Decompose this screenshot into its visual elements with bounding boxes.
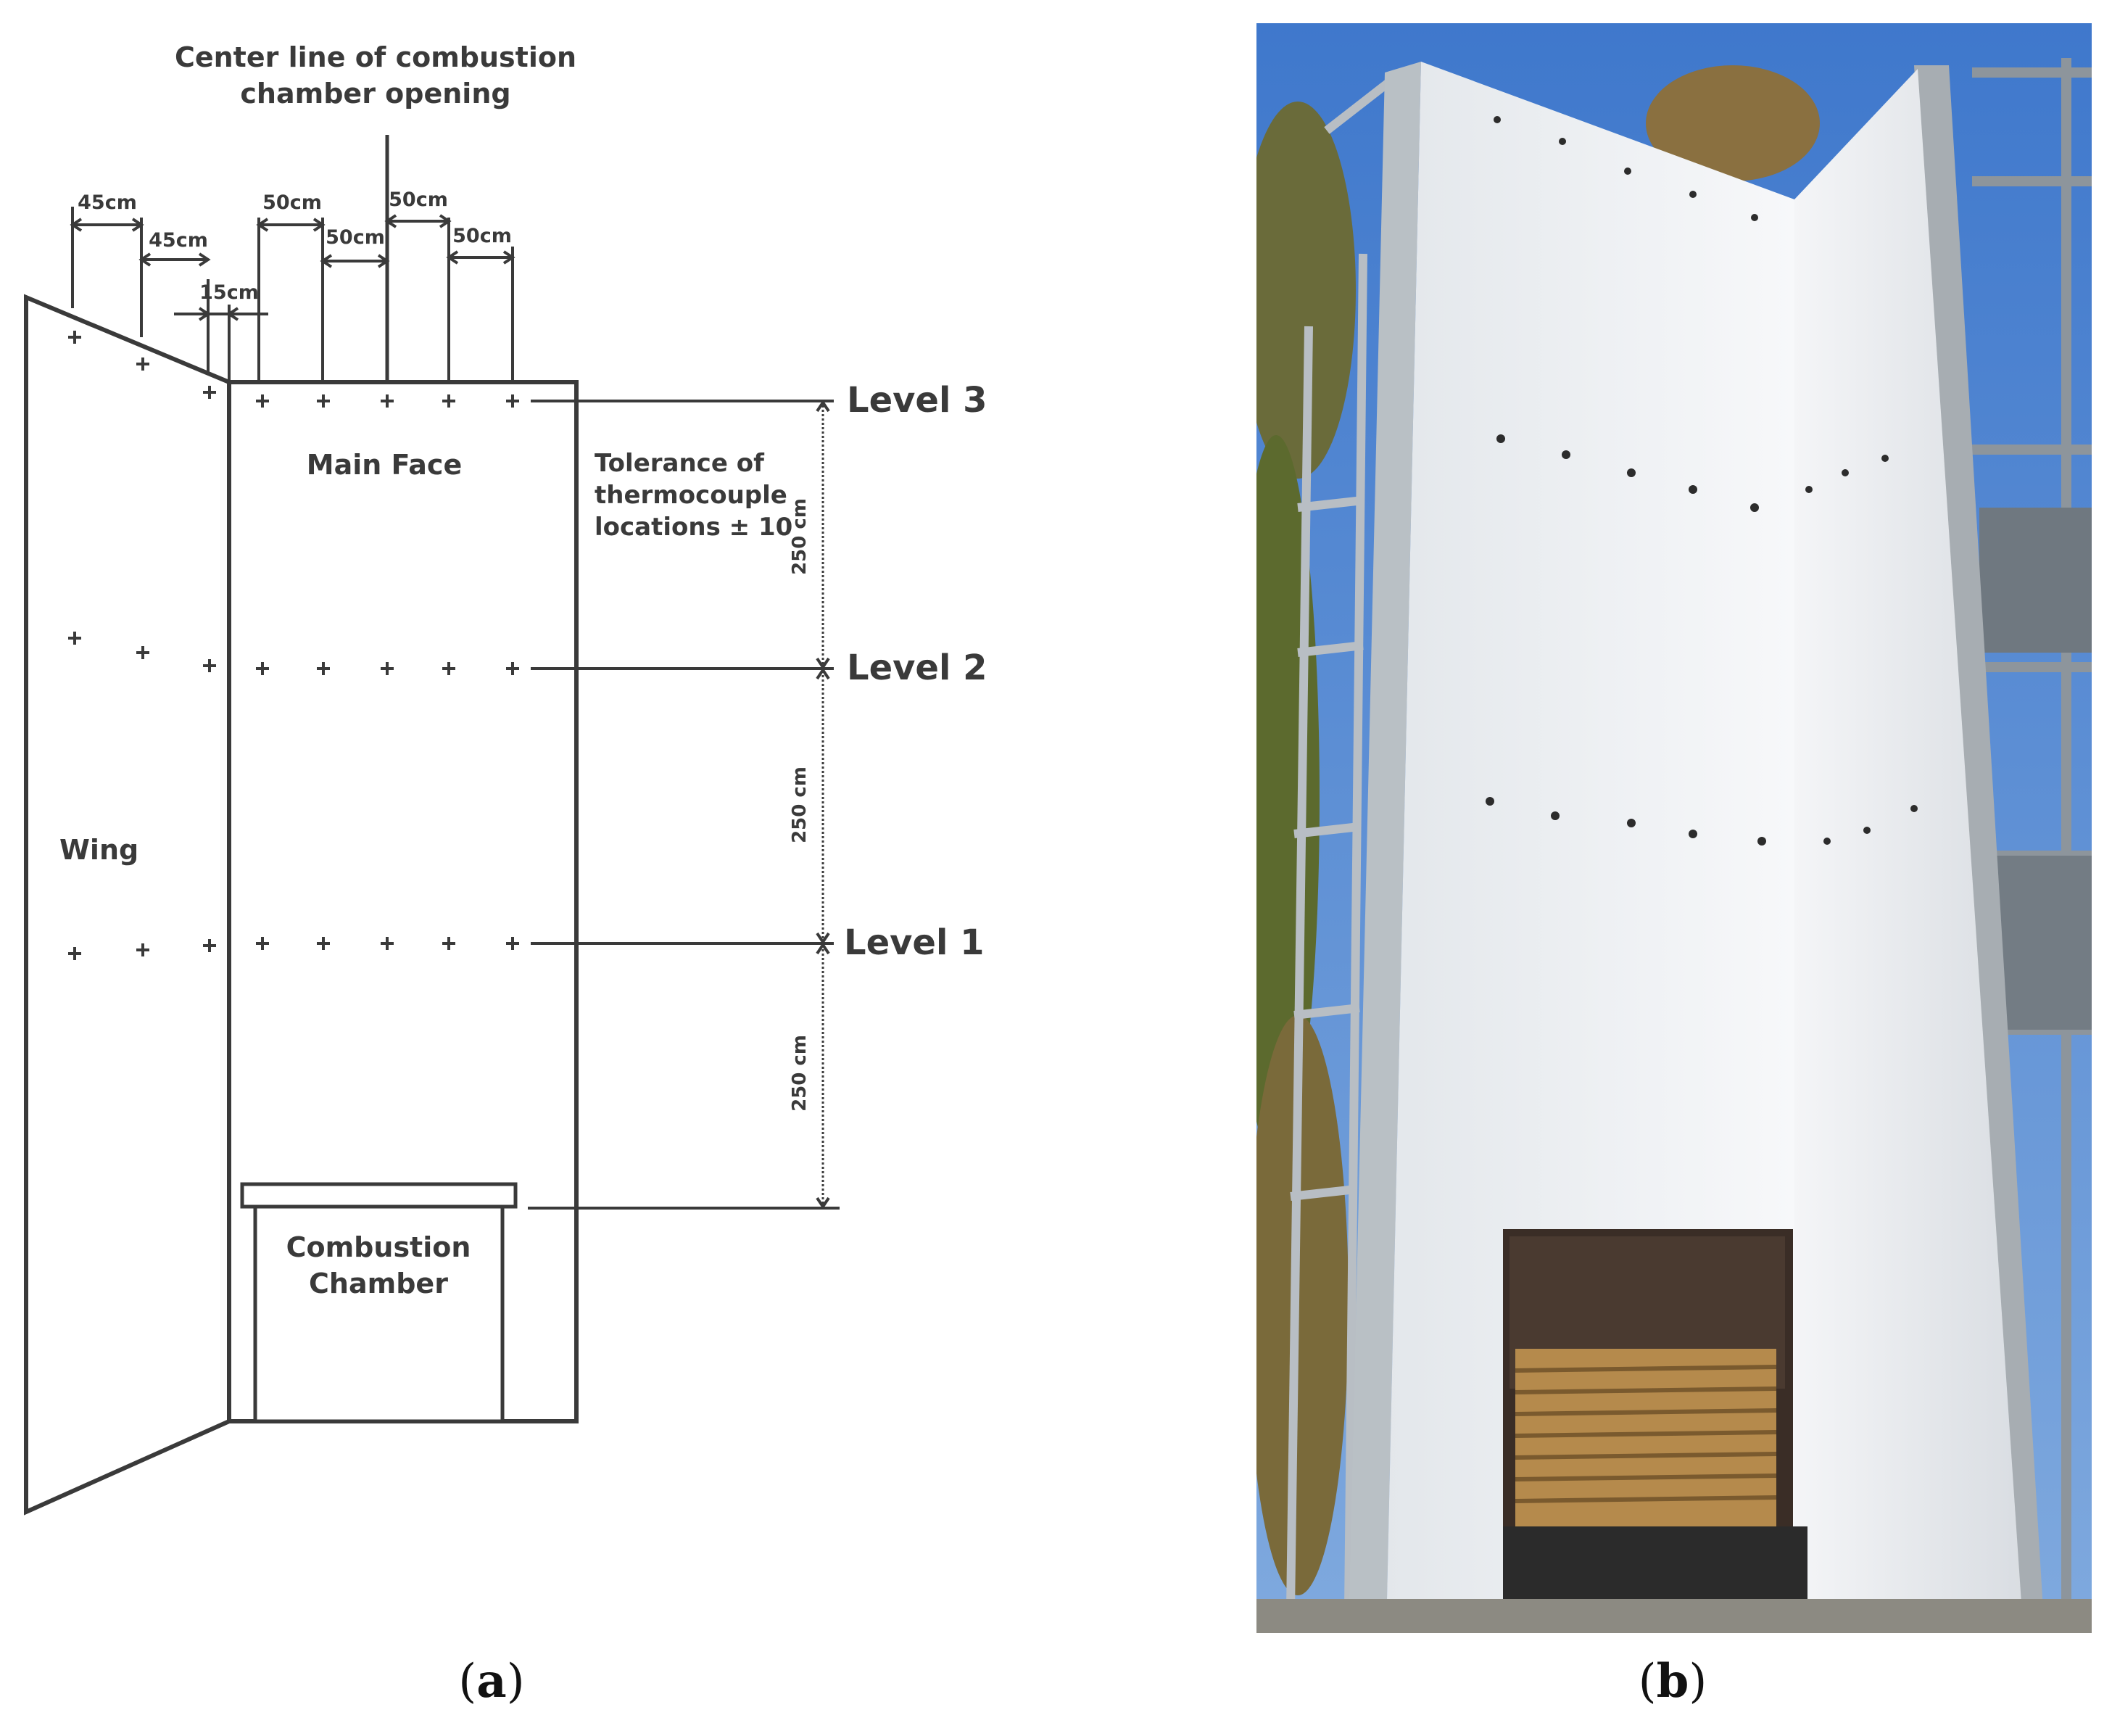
ground xyxy=(1256,1599,2092,1633)
panel-a-diagram xyxy=(24,135,840,1516)
thermocouple-marker xyxy=(317,937,330,950)
dim-arrows xyxy=(70,214,515,321)
thermocouple-marker xyxy=(136,646,149,659)
thermocouple-marker xyxy=(317,662,330,675)
level-1-label: Level 1 xyxy=(844,922,985,963)
thermocouple-marker xyxy=(506,937,519,950)
caption-b-letter: b xyxy=(1657,1654,1689,1708)
thermocouple-marker xyxy=(256,937,269,950)
spacing-label-1: 250 cm xyxy=(789,1035,811,1112)
thermocouple-marker xyxy=(442,937,455,950)
wing-edge xyxy=(1349,62,1421,1633)
thermocouple-marker xyxy=(442,662,455,675)
level-2-label: Level 2 xyxy=(847,648,987,688)
thermocouple-marker xyxy=(203,659,216,672)
caption-b-close: ) xyxy=(1689,1655,1707,1708)
photo-holes xyxy=(1486,116,1918,846)
tolerance-label-2: thermocouple xyxy=(595,481,787,510)
caption-b: (b) xyxy=(1639,1654,1707,1708)
thermocouple-marker xyxy=(203,386,216,399)
wood-crib xyxy=(1515,1349,1777,1530)
wing-label: Wing xyxy=(59,834,138,866)
main-face-panel xyxy=(1794,69,2023,1624)
caption-a-letter: a xyxy=(476,1654,506,1708)
dim-label: 50cm xyxy=(452,225,512,247)
spacing-label-3: 250 cm xyxy=(789,498,811,575)
chamber-lid xyxy=(240,1182,518,1209)
thermocouple-marker xyxy=(68,331,81,344)
thermocouple-marker xyxy=(136,943,149,956)
thermocouple-marker xyxy=(256,662,269,675)
dim-label: 50cm xyxy=(389,189,448,211)
chamber-label-1: Combustion xyxy=(286,1231,471,1263)
wing-outline xyxy=(24,294,231,1516)
thermocouple-marker xyxy=(381,937,394,950)
dim-label: 50cm xyxy=(326,226,385,249)
panel-b-photo xyxy=(1256,23,2092,1633)
dim-label: 45cm xyxy=(149,229,208,252)
caption-a: (a) xyxy=(458,1654,524,1708)
tolerance-label-3: locations ± 10 xyxy=(595,513,792,542)
thermocouple-marker xyxy=(442,394,455,408)
steel-column xyxy=(1914,65,2045,1633)
center-line-label-1: Center line of combustion xyxy=(175,41,576,73)
thermocouple-marker xyxy=(317,394,330,408)
steel-panel xyxy=(1979,508,2092,653)
tolerance-label-1: Tolerance of xyxy=(595,449,765,478)
thermocouple-marker xyxy=(256,394,269,408)
thermocouple-marker xyxy=(203,939,216,952)
dim-label: 45cm xyxy=(78,191,137,214)
caption-a-close: ) xyxy=(507,1655,525,1708)
thermocouple-marker xyxy=(381,662,394,675)
thermocouple-marker xyxy=(506,394,519,408)
scaffold xyxy=(1286,76,1395,1611)
spacing-label-2: 250 cm xyxy=(789,766,811,843)
thermocouple-marker xyxy=(68,632,81,645)
level-3-label: Level 3 xyxy=(847,380,987,421)
caption-a-open: ( xyxy=(458,1655,476,1708)
dim-label: 50cm xyxy=(262,191,322,214)
thermocouple-marker xyxy=(506,662,519,675)
center-line-label-2: chamber opening xyxy=(240,78,510,109)
thermocouple-marker xyxy=(68,947,81,960)
spacing-arrows xyxy=(816,400,830,1210)
thermocouple-marker xyxy=(381,394,394,408)
dim-label: 15cm xyxy=(199,281,259,304)
thermocouple-marker xyxy=(136,357,149,371)
main-face-label: Main Face xyxy=(307,449,462,481)
thermocouple-markers xyxy=(68,331,519,960)
chamber-box xyxy=(253,1204,505,1423)
caption-b-open: ( xyxy=(1639,1655,1657,1708)
chamber-label-2: Chamber xyxy=(309,1268,448,1299)
